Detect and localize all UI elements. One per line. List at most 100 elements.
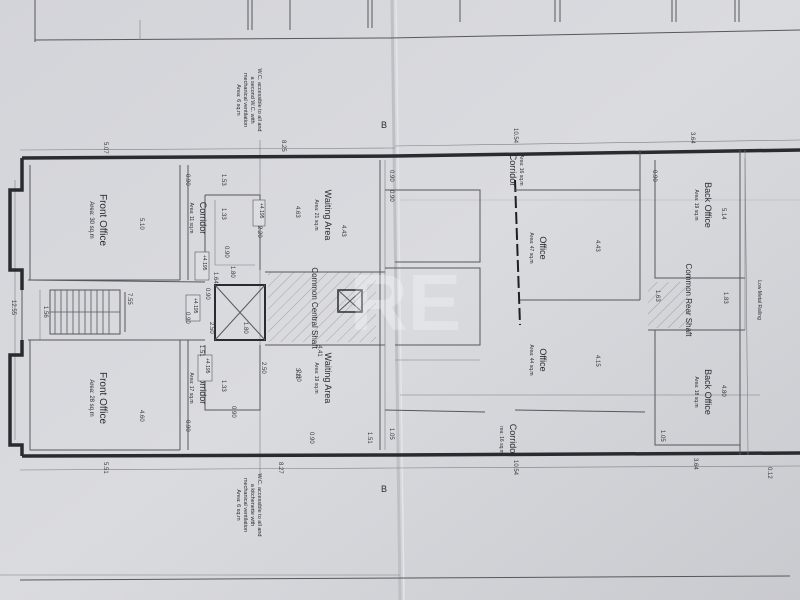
level-tag: +4.195 xyxy=(192,298,198,314)
dim-label: 2.60 xyxy=(295,370,301,382)
dim-label: 3.11 xyxy=(294,368,300,380)
paper-fold-highlight xyxy=(395,0,405,600)
room-office-top: Office Area: 47 sq.m xyxy=(528,232,548,263)
dim-label: 1.83 xyxy=(722,292,728,304)
dim-label: 1.80 xyxy=(242,322,248,334)
dim-label: 1.05 xyxy=(388,428,394,440)
room-name: Common Rear Shaft xyxy=(684,264,693,338)
dim-label: 0.90 xyxy=(388,170,394,182)
dim-label: 3.64 xyxy=(692,458,698,470)
dim-label: 0.90 xyxy=(308,432,314,444)
dim-label: 4.15 xyxy=(594,355,600,367)
dim-label: 0.90 xyxy=(204,288,210,300)
level-tags: +4.195 +4.195 +4.195 +4.195 xyxy=(185,199,266,382)
dimension-lines xyxy=(14,139,800,480)
wc-note-bottom: W.C. accessible to all and a kitchenette… xyxy=(235,474,262,537)
dim-label: 5.14 xyxy=(720,208,726,220)
dim-label: 0.90 xyxy=(230,406,236,418)
dim-label: 1.33 xyxy=(220,208,226,220)
room-area: Area: 17 sq.m xyxy=(188,372,194,403)
railing-note: Low Metal Railing xyxy=(756,280,762,320)
dim-label: 4.43 xyxy=(594,240,600,252)
dim-label: 0.90 xyxy=(388,190,394,202)
dim-label: 1.64 xyxy=(212,272,218,284)
right-wing xyxy=(384,149,749,456)
dim-label: 0.90 xyxy=(184,420,190,432)
dim-label: 8.25 xyxy=(280,140,286,152)
room-name: Corridor xyxy=(198,202,208,235)
dim-label: 0.90 xyxy=(223,246,229,258)
room-corridor-top-left: Corridor Area: 11 sq.m xyxy=(188,202,208,235)
room-name: Waiting Area xyxy=(323,353,333,404)
room-name: Waiting Area xyxy=(323,190,333,241)
room-back-office-top: Back Office Area: 19 sq.m xyxy=(693,182,713,228)
railing-label: Low Metal Railing xyxy=(756,280,762,320)
room-waiting-top: Waiting Area Area: 21 sq.m xyxy=(313,190,333,241)
room-central-shaft: Common Central Shaft xyxy=(310,267,319,349)
dim-label: 7.55 xyxy=(126,293,132,305)
room-area: Area: 28 sq.m xyxy=(88,379,94,416)
room-rear-shaft: Common Rear Shaft xyxy=(684,264,693,338)
room-name: Common Central Shaft xyxy=(310,267,319,349)
room-name: Office xyxy=(538,348,548,371)
room-area: Area: 21 sq.m xyxy=(313,199,319,230)
dim-label: 4.80 xyxy=(720,385,726,397)
dim-label: 3.64 xyxy=(689,132,695,144)
dim-label: 1.33 xyxy=(220,380,226,392)
dim-label: 1.80 xyxy=(229,266,235,278)
dim-label: 0.90 xyxy=(184,312,190,324)
room-name: Corridor xyxy=(508,154,518,187)
room-area: rea: 16 sq.m xyxy=(498,426,504,454)
dim-label: 4.41 xyxy=(316,345,322,357)
dim-label: 10.54 xyxy=(512,128,518,144)
level-tag: +4.195 xyxy=(258,203,264,219)
room-area: Area: 18 sq.m xyxy=(693,376,699,407)
upper-partial-plan xyxy=(34,0,800,42)
dim-label: 0.12 xyxy=(766,467,772,479)
level-tag: +4.195 xyxy=(204,358,210,374)
room-name: Back Office xyxy=(703,182,713,228)
room-area: Area: 44 sq.m xyxy=(528,344,534,375)
note-line: Area: 6 sq.m xyxy=(235,489,241,521)
dim-label: 2.50 xyxy=(260,362,266,374)
note-line: mechanical ventilation xyxy=(242,478,248,532)
room-back-office-bottom: Back Office Area: 18 sq.m xyxy=(693,369,713,415)
dimension-labels: 5.07 8.25 10.54 3.64 5.51 8.27 10.54 3.6… xyxy=(10,128,772,479)
dim-label: 1.51 xyxy=(198,345,204,357)
note-line: W.C. accessible to all and xyxy=(256,474,262,537)
sheet-border-bottom xyxy=(19,575,791,581)
room-corridor-bottom-right: Corridor rea: 16 sq.m xyxy=(498,424,518,457)
watermark-text: RE xyxy=(350,258,461,347)
dim-label: 1.56 xyxy=(42,306,48,318)
room-name: Back Office xyxy=(703,369,713,415)
wc-note-top: W.C. accessible to all and a second W.C.… xyxy=(235,69,262,132)
room-area: Area: 30 sq.m xyxy=(88,201,94,238)
dim-label: 4.63 xyxy=(294,206,300,218)
dim-label: 5.51 xyxy=(102,462,108,474)
room-name: Front Office xyxy=(97,194,108,246)
left-wing xyxy=(27,165,206,451)
dim-label: 1.51 xyxy=(366,432,372,444)
room-front-office-bottom: Front Office Area: 28 sq.m xyxy=(88,372,108,424)
room-waiting-bottom: Waiting Area Area: 19 sq.m xyxy=(313,353,333,404)
outer-walls xyxy=(8,148,800,458)
room-name: Corridor xyxy=(508,424,518,457)
dim-label: 1.05 xyxy=(659,430,665,442)
section-mark-bottom: B xyxy=(381,484,387,494)
note-line: a second W.C. with xyxy=(249,76,255,123)
dim-label: 5.07 xyxy=(102,142,108,154)
level-tag: +4.195 xyxy=(201,255,207,271)
dim-label: 2.20 xyxy=(256,226,262,238)
room-area: Area: 47 sq.m xyxy=(528,232,534,263)
dim-label: 0.90 xyxy=(184,174,190,186)
note-line: mechanical ventilation xyxy=(242,73,248,127)
dim-label: 2.50 xyxy=(208,322,214,334)
room-front-office-top: Front Office Area: 30 sq.m xyxy=(88,194,108,246)
room-area: Area: 19 sq.m xyxy=(693,189,699,220)
room-name: Front Office xyxy=(97,372,108,424)
dim-label: 0.90 xyxy=(651,170,657,182)
room-corridor-top-right: Corridor Area: 16 sq.m xyxy=(508,154,524,187)
note-line: a kitchenette with xyxy=(249,484,255,527)
